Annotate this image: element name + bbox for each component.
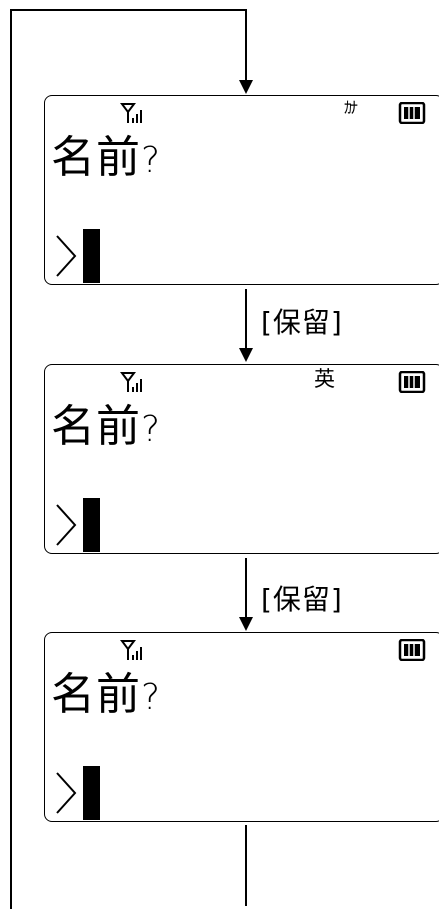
lcd-screen-english: 英 名前?	[44, 364, 439, 554]
text-cursor-block	[83, 229, 100, 283]
return-line	[245, 825, 247, 906]
transition-line-2	[245, 558, 247, 618]
prompt-text: 名前	[51, 132, 141, 183]
hold-key-label: [保留]	[261, 306, 343, 339]
text-cursor-block	[83, 498, 100, 552]
name-prompt: 名前?	[51, 405, 161, 449]
prompt-mark: ?	[141, 677, 162, 718]
input-cursor-icon	[56, 235, 77, 277]
input-mode-indicator: ｶﾅ	[344, 98, 358, 117]
loop-line-top	[10, 9, 246, 11]
entry-arrow	[239, 80, 253, 94]
input-cursor-icon	[56, 504, 77, 546]
battery-icon	[398, 371, 426, 393]
prompt-text: 名前	[51, 669, 141, 720]
transition-line-1	[245, 289, 247, 349]
text-cursor-block	[83, 766, 100, 820]
prompt-text: 名前	[51, 401, 141, 452]
name-prompt: 名前?	[51, 673, 161, 717]
transition-arrow-1	[239, 348, 253, 362]
lcd-screen-default: 名前?	[44, 632, 439, 822]
input-cursor-icon	[56, 772, 77, 814]
transition-arrow-2	[239, 617, 253, 631]
antenna-signal-icon	[120, 103, 142, 123]
lcd-screen-kana: ｶﾅ 名前?	[44, 95, 439, 285]
prompt-mark: ?	[141, 140, 162, 181]
loop-line-left	[10, 9, 12, 909]
battery-icon	[398, 102, 426, 124]
antenna-signal-icon	[120, 640, 142, 660]
input-mode-indicator: 英	[314, 367, 335, 391]
hold-key-label: [保留]	[261, 583, 343, 616]
battery-icon	[398, 639, 426, 661]
antenna-signal-icon	[120, 372, 142, 392]
entry-line	[245, 9, 247, 81]
name-prompt: 名前?	[51, 136, 161, 180]
prompt-mark: ?	[141, 409, 162, 450]
